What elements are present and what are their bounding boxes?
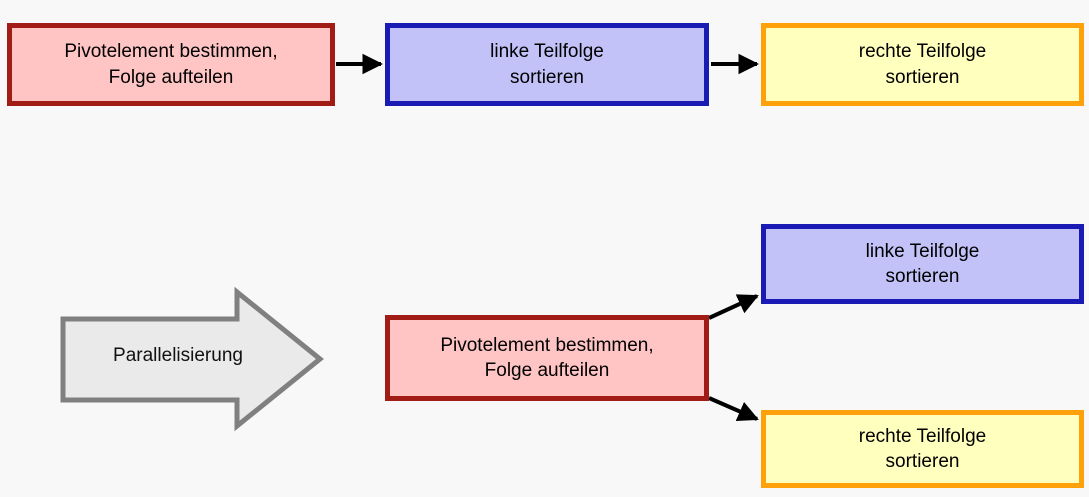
node-parallel-left-sublist[interactable]: linke Teilfolge sortieren <box>761 224 1084 304</box>
block-arrow-label: Parallelisierung <box>113 345 243 366</box>
connector-par-pivot-to-left <box>708 294 759 320</box>
connector-par-pivot-to-right <box>708 396 759 422</box>
node-parallel-right-sublist[interactable]: rechte Teilfolge sortieren <box>761 410 1084 488</box>
node-sequential-left-sublist[interactable]: linke Teilfolge sortieren <box>385 23 709 106</box>
node-sequential-right-sublist[interactable]: rechte Teilfolge sortieren <box>761 23 1084 106</box>
node-parallel-pivot[interactable]: Pivotelement bestimmen, Folge aufteilen <box>385 315 709 401</box>
node-sequential-pivot[interactable]: Pivotelement bestimmen, Folge aufteilen <box>7 23 335 106</box>
